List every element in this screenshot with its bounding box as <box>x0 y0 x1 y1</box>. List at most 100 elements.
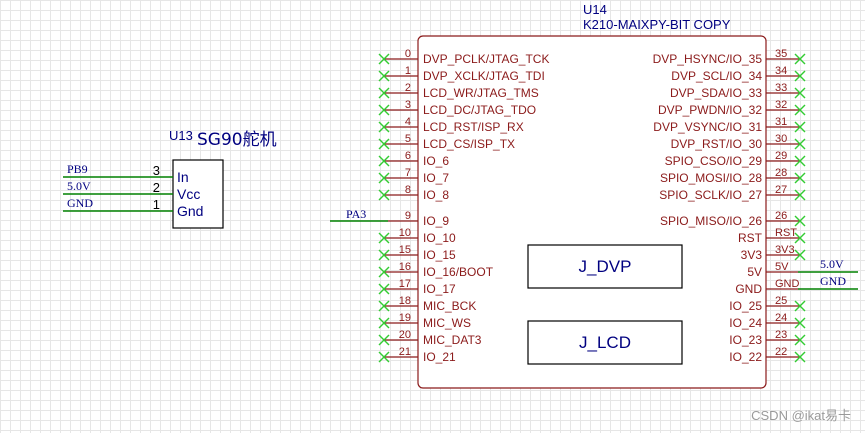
u14-left-pin[interactable]: PA3 9 IO_9 <box>330 207 449 228</box>
u14-pin-number: 6 <box>405 150 411 162</box>
no-connect-icon <box>794 70 806 82</box>
u14-pin-number: 7 <box>405 167 411 179</box>
u14-pin-number: 8 <box>405 184 411 196</box>
u14-pin-label: DVP_VSYNC/IO_31 <box>653 120 762 134</box>
u14-pin-label: LCD_CS/ISP_TX <box>423 137 515 151</box>
no-connect-icon <box>378 249 390 261</box>
net-label-pa3: PA3 <box>346 207 366 221</box>
u14-pin-label: IO_23 <box>729 333 762 347</box>
u14-pin-number: 9 <box>405 210 411 222</box>
u14-pin-number: 2 <box>405 82 411 94</box>
u14-right-pin[interactable]: 31 DVP_VSYNC/IO_31 <box>653 116 806 134</box>
u14-pin-label: IO_10 <box>423 231 456 245</box>
j-lcd-box[interactable] <box>527 320 683 365</box>
u14-pin-label: GND <box>735 282 762 296</box>
u14-body <box>417 35 767 389</box>
no-connect-icon <box>378 189 390 201</box>
u14-pin-label: IO_17 <box>423 282 456 296</box>
u14-pin-label: DVP_XCLK/JTAG_TDI <box>423 69 545 83</box>
no-connect-icon <box>794 215 806 227</box>
u14-pin-label: DVP_HSYNC/IO_35 <box>653 52 763 66</box>
u14-pin-number: 22 <box>775 346 787 358</box>
u14-pin-number: GND <box>775 278 800 290</box>
u13-pin-number: 2 <box>153 180 160 195</box>
no-connect-icon <box>378 334 390 346</box>
u14-pin-number: 30 <box>775 133 787 145</box>
u14-pin-number: 18 <box>399 295 411 307</box>
u14-right-pin[interactable]: 22 IO_22 <box>729 346 806 364</box>
no-connect-icon <box>378 300 390 312</box>
j-dvp-box[interactable] <box>527 244 683 289</box>
u14-pin-label: IO_24 <box>729 316 762 330</box>
u14-pin-label: IO_6 <box>423 154 449 168</box>
no-connect-icon <box>378 283 390 295</box>
u14-pin-label: IO_22 <box>729 350 762 364</box>
u13-net-label: PB9 <box>67 162 88 176</box>
u14-pin-label: IO_7 <box>423 171 449 185</box>
u14-right-pin[interactable]: 30 DVP_RST/IO_30 <box>671 133 806 151</box>
no-connect-icon <box>378 232 390 244</box>
no-connect-icon <box>378 70 390 82</box>
u13-name: SG90舵机 <box>197 130 277 150</box>
no-connect-icon <box>794 53 806 65</box>
u14-left-pin[interactable]: 6 IO_6 <box>378 150 449 168</box>
no-connect-icon <box>378 155 390 167</box>
no-connect-icon <box>378 121 390 133</box>
u14-pin-number: RST <box>775 227 797 239</box>
no-connect-icon <box>794 232 806 244</box>
no-connect-icon <box>794 104 806 116</box>
no-connect-icon <box>378 138 390 150</box>
u13-pin-label: Vcc <box>177 186 200 202</box>
u14-pin-label: LCD_WR/JTAG_TMS <box>423 86 539 100</box>
u14-pin-number: 31 <box>775 116 787 128</box>
u13-body <box>172 159 224 229</box>
u14-pin-label: DVP_PWDN/IO_32 <box>658 103 762 117</box>
u14-name: K210-MAIXPY-BIT COPY <box>583 17 731 32</box>
u14-pin-label: IO_9 <box>423 214 449 228</box>
u14-pin-number: 29 <box>775 150 787 162</box>
u14-pin-label: LCD_RST/ISP_RX <box>423 120 524 134</box>
u14-pin-label: DVP_RST/IO_30 <box>671 137 763 151</box>
u14-pin-number: 15 <box>399 244 411 256</box>
u14-pin-label: 3V3 <box>741 248 763 262</box>
u14-pin-label: DVP_SCL/IO_34 <box>671 69 762 83</box>
u14-left-pin[interactable]: 2 LCD_WR/JTAG_TMS <box>378 82 539 100</box>
u14-pin-number: 16 <box>399 261 411 273</box>
u14-pin-label: SPIO_MOSI/IO_28 <box>660 171 762 185</box>
u14-pin-number: 10 <box>399 227 411 239</box>
u13-pin-label: Gnd <box>177 203 203 219</box>
u14-left-pin[interactable]: 10 IO_10 <box>378 227 456 245</box>
u14-left-pin[interactable]: 7 IO_7 <box>378 167 449 185</box>
